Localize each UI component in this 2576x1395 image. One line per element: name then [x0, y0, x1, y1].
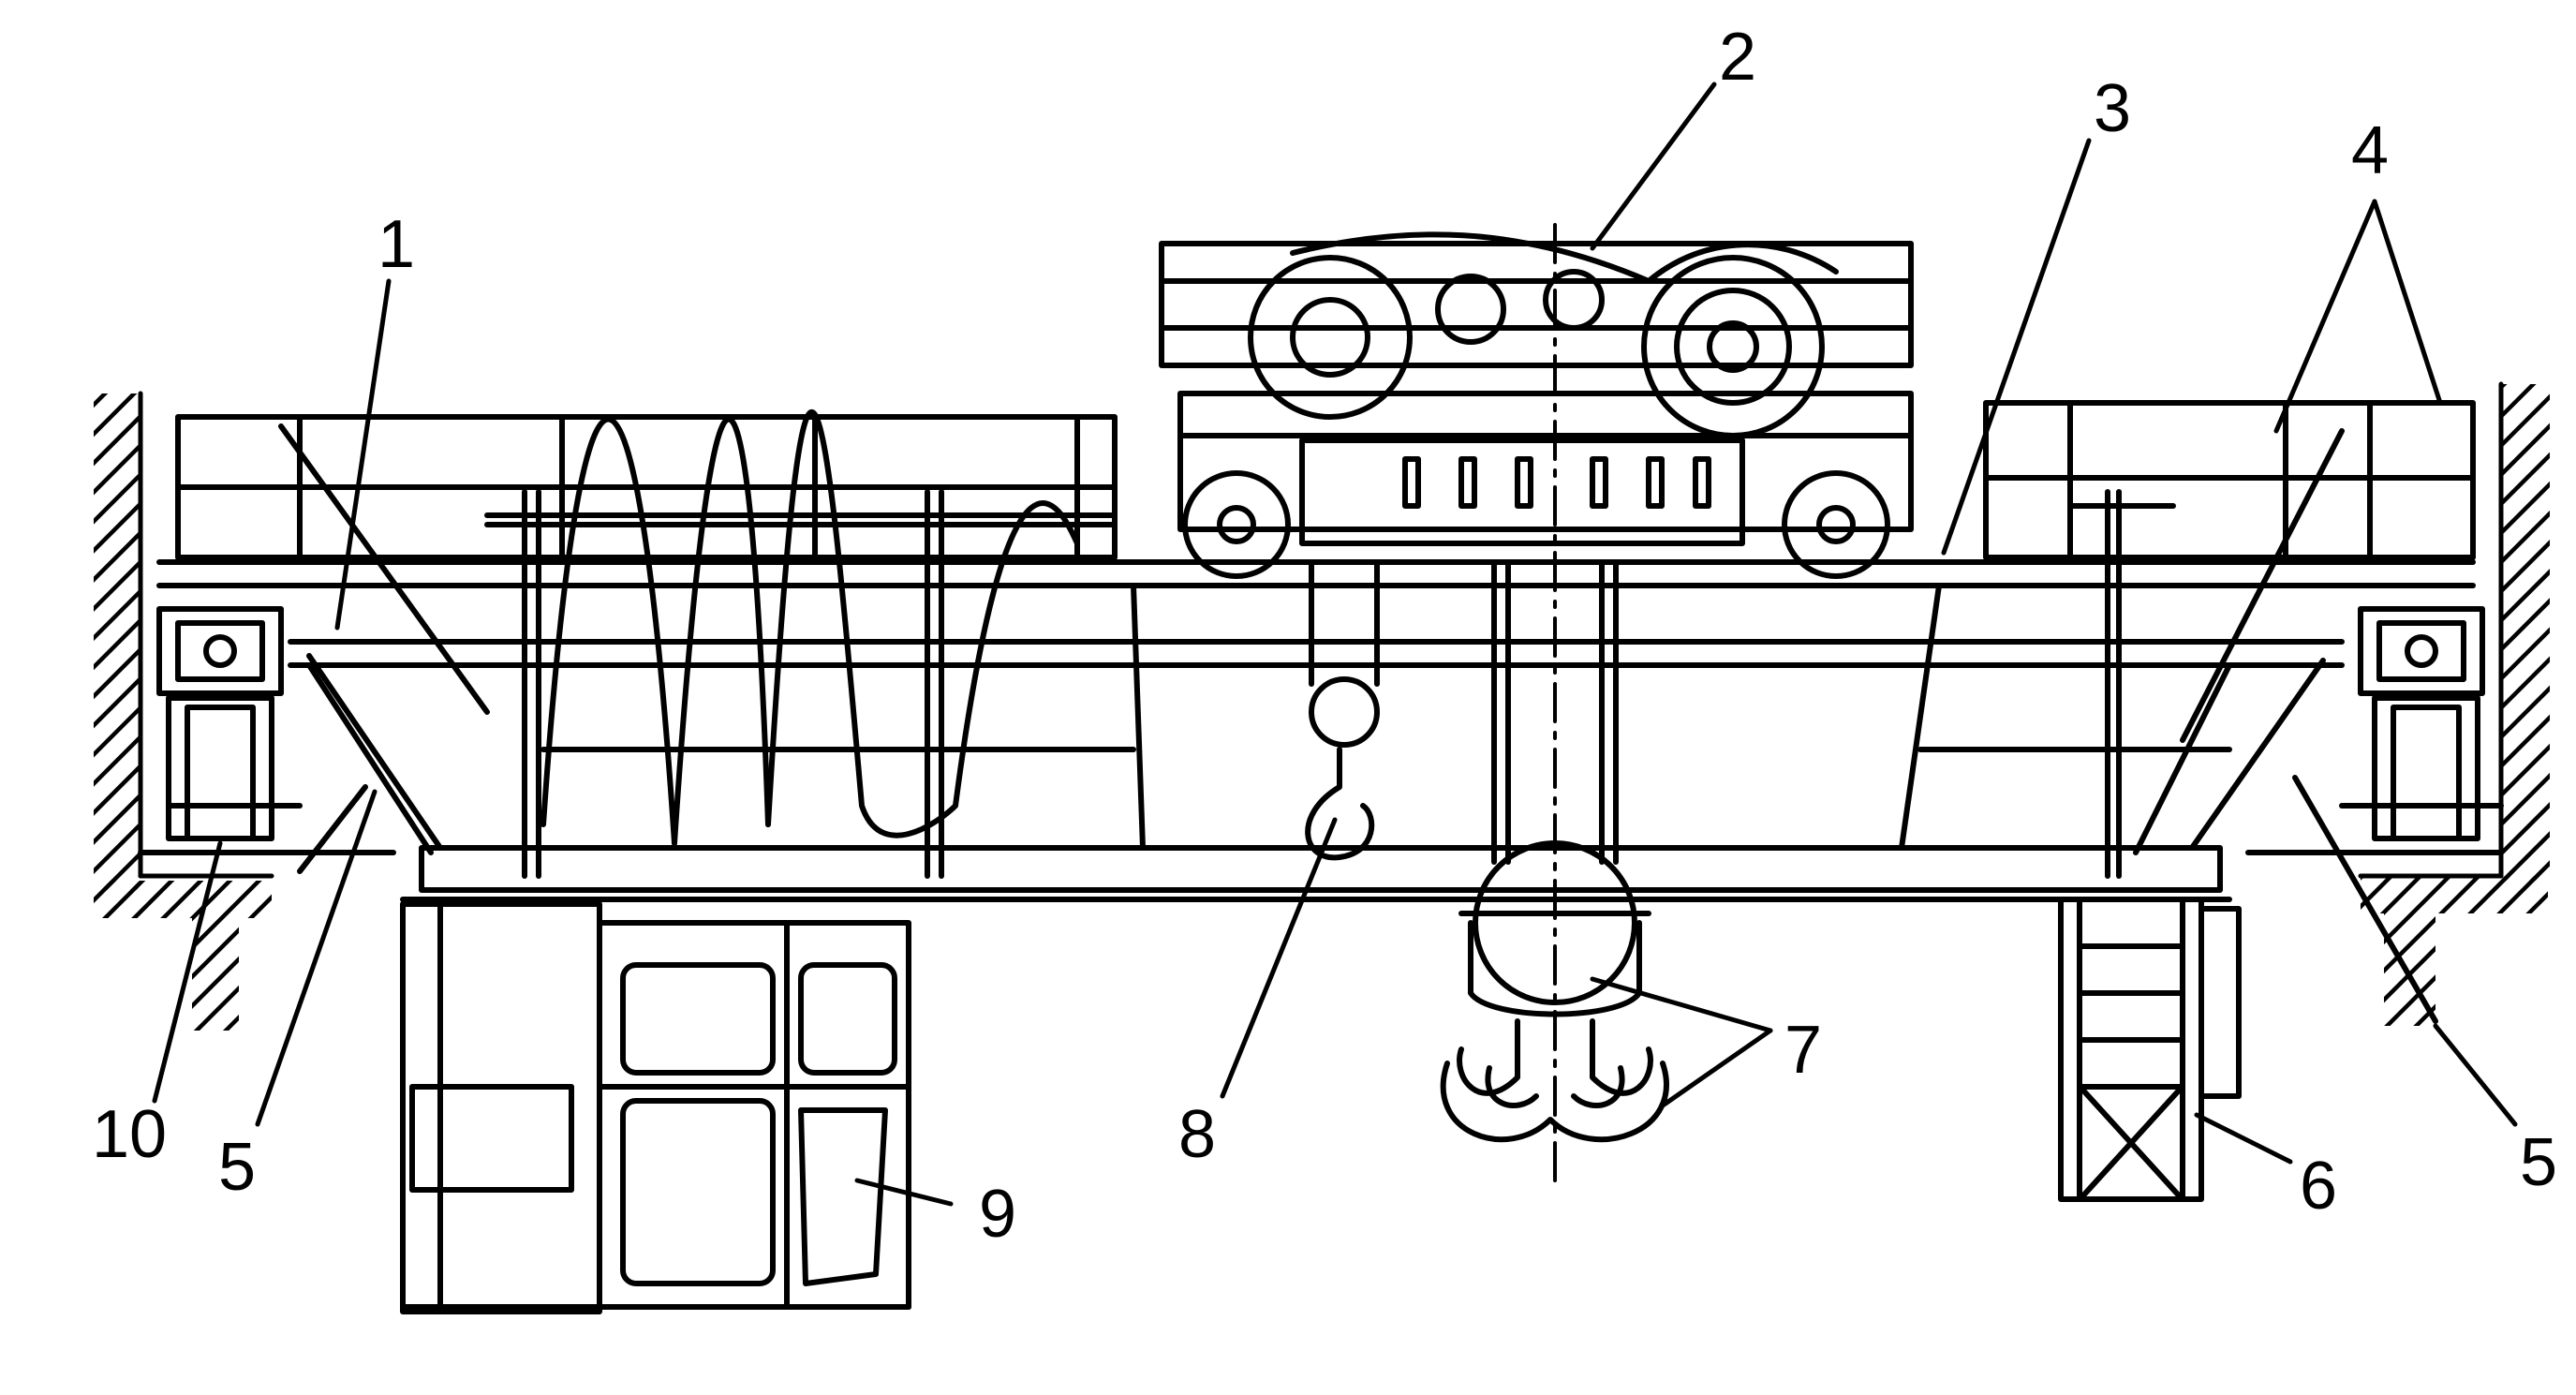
trolley	[1159, 223, 1914, 1192]
callout-7: 7	[1784, 1013, 1822, 1088]
ladder-cage	[2058, 897, 2242, 1202]
callout-5-right: 5	[2520, 1125, 2557, 1200]
auxiliary-hook	[1305, 559, 1380, 861]
leader-lines	[152, 82, 2518, 1207]
left-end-truck	[138, 606, 396, 855]
callout-5-left: 5	[218, 1130, 256, 1205]
callout-8: 8	[1178, 1097, 1216, 1172]
callout-6: 6	[2300, 1149, 2337, 1224]
right-end-truck	[2245, 606, 2504, 855]
callout-labels: 1 2 3 4 5 5 6 7 8 9 10	[92, 20, 2557, 1252]
callout-9: 9	[979, 1177, 1016, 1252]
bridge-girder	[156, 400, 2476, 1024]
main-hook	[1440, 559, 1669, 1143]
operator-cab	[400, 901, 911, 1314]
callout-3: 3	[2094, 71, 2131, 146]
callout-4: 4	[2351, 113, 2389, 188]
callout-2: 2	[1719, 20, 1756, 95]
callout-10: 10	[92, 1097, 167, 1172]
callout-1: 1	[378, 207, 415, 282]
right-wall	[2358, 381, 2550, 1026]
festoon-cables	[484, 408, 2176, 879]
left-wall	[94, 391, 274, 1031]
